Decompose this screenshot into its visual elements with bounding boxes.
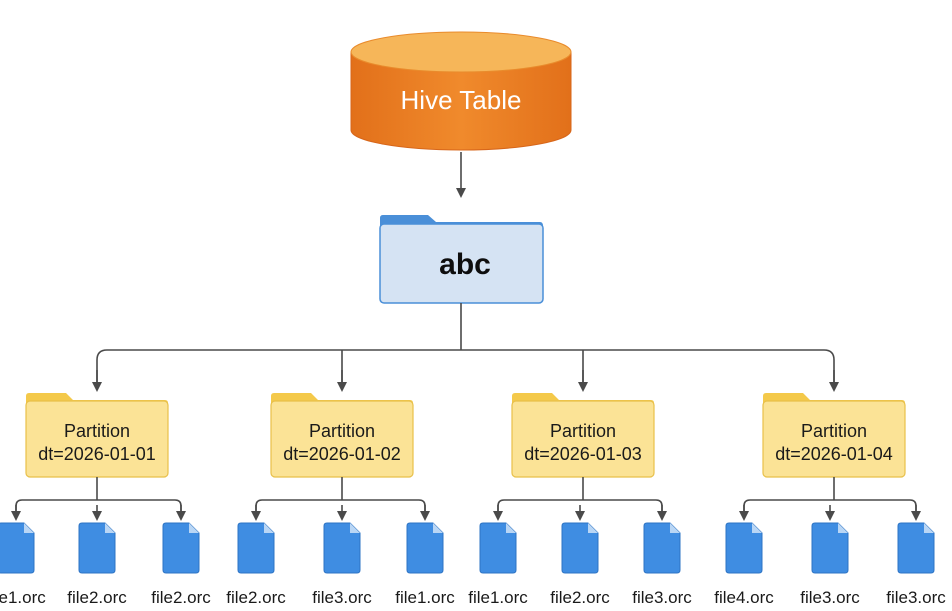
file-corner-fold [24, 523, 34, 533]
file-icon [643, 522, 681, 574]
partition-dt-label: dt=2026-01-04 [775, 444, 893, 464]
file-label: file3.orc [886, 588, 946, 607]
file-node: file3.orc [632, 522, 692, 607]
file-node: file4.orc [714, 522, 774, 607]
file-label: file1.orc [395, 588, 455, 607]
file-corner-fold [924, 523, 934, 533]
partition-title: Partition [64, 421, 130, 441]
file-label: file2.orc [67, 588, 127, 607]
partition-node: Partition dt=2026-01-02 file2.orc file3.orc… [226, 393, 455, 607]
partitions: Partition dt=2026-01-01 file1.orc file2.orc… [0, 393, 946, 607]
root-folder-label: abc [439, 248, 491, 281]
file-node: file3.orc [886, 522, 946, 607]
file-icon [725, 522, 763, 574]
file-corner-fold [752, 523, 762, 533]
file-node: file1.orc [395, 522, 455, 607]
file-corner-fold [105, 523, 115, 533]
partition-node: Partition dt=2026-01-03 file1.orc file2.orc… [468, 393, 692, 607]
partition-dt-label: dt=2026-01-02 [283, 444, 401, 464]
file-corner-fold [350, 523, 360, 533]
file-icon [162, 522, 200, 574]
file-corner-fold [506, 523, 516, 533]
file-label: file3.orc [632, 588, 692, 607]
partition-title: Partition [801, 421, 867, 441]
file-node: file2.orc [151, 522, 211, 607]
file-icon [479, 522, 517, 574]
file-node: file3.orc [800, 522, 860, 607]
file-label: file3.orc [312, 588, 372, 607]
file-label: file1.orc [468, 588, 528, 607]
partition-node: Partition dt=2026-01-01 file1.orc file2.orc… [0, 393, 211, 607]
file-node: file2.orc [67, 522, 127, 607]
partition-node: Partition dt=2026-01-04 file4.orc file3.orc… [714, 393, 946, 607]
root-to-partitions-connector [92, 303, 839, 392]
partition-dt-label: dt=2026-01-03 [524, 444, 642, 464]
file-icon [323, 522, 361, 574]
file-label: file3.orc [800, 588, 860, 607]
file-node: file1.orc [0, 522, 46, 607]
file-icon [237, 522, 275, 574]
root-folder-node: abc [379, 215, 544, 304]
partition-to-files-connector [739, 477, 921, 521]
file-corner-fold [670, 523, 680, 533]
file-label: file2.orc [226, 588, 286, 607]
partition-to-files-connector [11, 477, 186, 521]
file-label: file2.orc [151, 588, 211, 607]
partition-to-files-connector [493, 477, 667, 521]
file-corner-fold [588, 523, 598, 533]
file-corner-fold [433, 523, 443, 533]
hive-table-node: Hive Table [350, 31, 572, 151]
file-corner-fold [189, 523, 199, 533]
partition-title: Partition [550, 421, 616, 441]
file-icon [897, 522, 935, 574]
file-icon [0, 522, 35, 574]
file-node: file2.orc [550, 522, 610, 607]
file-icon [811, 522, 849, 574]
file-label: file1.orc [0, 588, 46, 607]
file-label: file4.orc [714, 588, 774, 607]
file-label: file2.orc [550, 588, 610, 607]
file-corner-fold [838, 523, 848, 533]
file-node: file1.orc [468, 522, 528, 607]
file-icon [78, 522, 116, 574]
partition-title: Partition [309, 421, 375, 441]
hive-table-label: Hive Table [401, 85, 522, 115]
partition-to-files-connector [251, 477, 430, 521]
partition-dt-label: dt=2026-01-01 [38, 444, 156, 464]
file-corner-fold [264, 523, 274, 533]
file-node: file2.orc [226, 522, 286, 607]
file-icon [561, 522, 599, 574]
file-node: file3.orc [312, 522, 372, 607]
file-icon [406, 522, 444, 574]
